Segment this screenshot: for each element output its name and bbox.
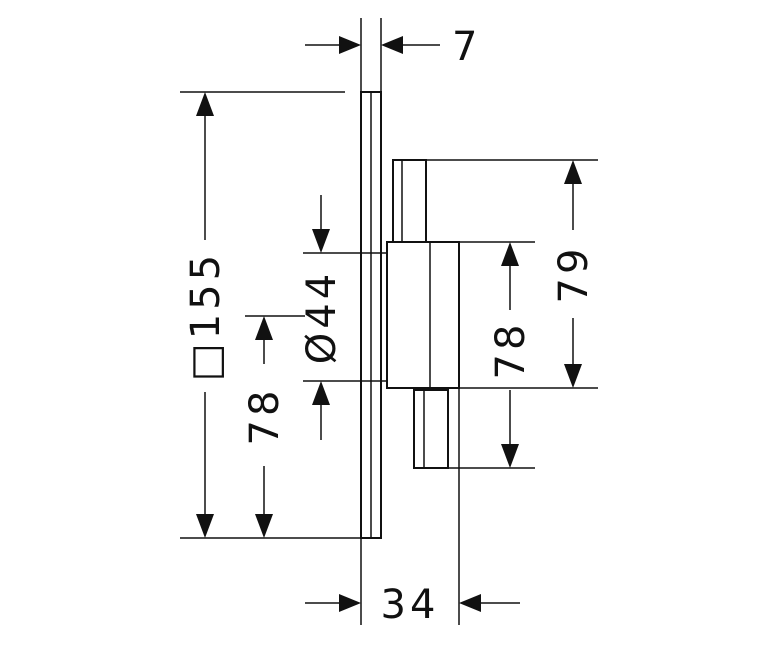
dim-label-155: □155 <box>183 251 229 381</box>
dim-label-7: 7 <box>452 24 481 70</box>
dim-label-79: 79 <box>551 245 597 304</box>
valve-body <box>386 159 460 469</box>
dim-body-height: 78 <box>448 241 535 469</box>
dim-label-diameter-44: Ø44 <box>299 270 345 364</box>
dim-plate-square: □155 <box>180 91 361 539</box>
dim-upper-height: 79 <box>426 159 598 389</box>
dim-label-34: 34 <box>381 582 440 628</box>
dim-label-78-right: 78 <box>488 321 534 380</box>
dim-wall-thickness: 7 <box>305 18 481 92</box>
dim-diameter: Ø44 <box>299 195 387 440</box>
dim-depth: 34 <box>305 388 520 628</box>
dim-lower-offset: 78 <box>242 315 305 538</box>
cover-plate <box>360 91 382 539</box>
dim-label-78-left: 78 <box>242 387 288 446</box>
